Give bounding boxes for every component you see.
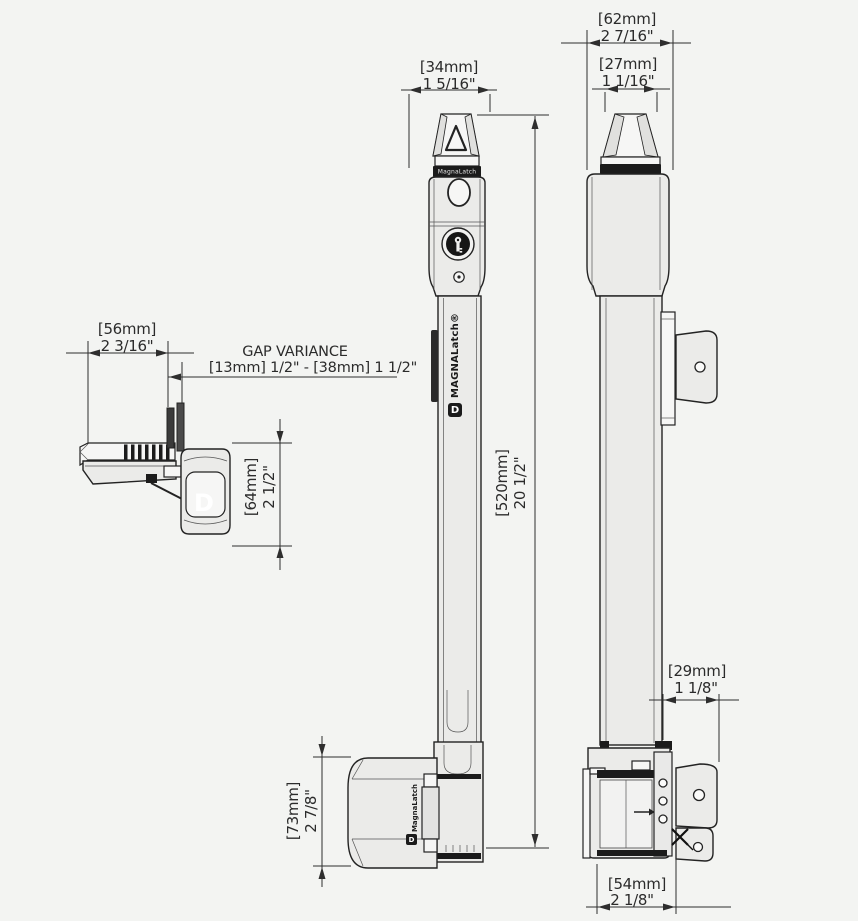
- svg-text:[520mm]: [520mm]: [493, 449, 511, 516]
- rivet: [658, 796, 668, 806]
- latch-opening: [447, 178, 471, 207]
- svg-text:[27mm]: [27mm]: [599, 55, 657, 73]
- gap-variance-callout: GAP VARIANCE [13mm] 1/2" - [38mm] 1 1/2": [168, 344, 417, 403]
- brand-band: [433, 166, 481, 177]
- latch-connector: [163, 465, 182, 478]
- dim-520: [520mm] 20 1/2": [477, 114, 549, 849]
- side-top-view: D: [79, 402, 231, 535]
- svg-text:2 7/16": 2 7/16": [601, 27, 654, 45]
- latch-leg: [437, 295, 482, 746]
- dd-logo-icon: D: [194, 489, 214, 517]
- dim-27: [27mm] 1 1/16": [592, 55, 670, 112]
- svg-text:[73mm]: [73mm]: [284, 782, 302, 840]
- svg-text:20 1/2": 20 1/2": [511, 457, 529, 510]
- rivet: [658, 814, 668, 824]
- post-wall: [582, 768, 591, 859]
- pivot-block: [146, 474, 157, 483]
- dd-logo-icon: [448, 403, 462, 417]
- rivet: [658, 778, 668, 788]
- side-profile-view: [582, 113, 718, 862]
- rail-hatching: [124, 444, 170, 460]
- screw-hole: [694, 361, 706, 373]
- front-view: MagnaLatch MAGNALatch® D: [347, 113, 486, 869]
- dd-logo-icon: [406, 834, 417, 845]
- svg-text:D: D: [451, 405, 459, 416]
- svg-text:[54mm]: [54mm]: [608, 875, 666, 893]
- dim-29: [29mm] 1 1/8": [649, 662, 739, 762]
- knob-collar: [434, 155, 480, 167]
- svg-text:[34mm]: [34mm]: [420, 58, 478, 76]
- knob-triangle-icon: [444, 124, 468, 152]
- magnet-strip: [431, 330, 438, 402]
- latch-jaw: [597, 770, 654, 778]
- dim-34: [34mm] 1 5/16": [401, 58, 497, 168]
- brand-text-bottom: MagnaLatch: [411, 784, 419, 832]
- hinge: [421, 773, 440, 853]
- svg-text:[56mm]: [56mm]: [98, 320, 156, 338]
- svg-text:2 7/8": 2 7/8": [302, 789, 320, 833]
- svg-text:[29mm]: [29mm]: [668, 662, 726, 680]
- dim-64: [64mm] 2 1/2": [232, 419, 292, 570]
- svg-text:D: D: [409, 836, 415, 844]
- lock-cylinder-icon: [441, 227, 475, 261]
- svg-text:[64mm]: [64mm]: [242, 458, 260, 516]
- latch-prong: [166, 407, 175, 449]
- bottom-post: [433, 741, 484, 863]
- fastener-x-icon: [671, 828, 694, 851]
- screw-hole: [692, 788, 706, 802]
- svg-text:1 1/16": 1 1/16": [602, 72, 655, 90]
- dim-54: [54mm] 2 1/8": [586, 842, 731, 914]
- svg-text:2 1/8": 2 1/8": [610, 891, 654, 909]
- gap-variance-range: [13mm] 1/2" - [38mm] 1 1/2": [209, 360, 417, 376]
- lock-housing-side: [586, 173, 670, 297]
- svg-text:1 1/8": 1 1/8": [674, 679, 718, 697]
- brand-text-leg: MAGNALatch®: [450, 313, 461, 398]
- striker-prong: [176, 402, 185, 452]
- key-icon: [454, 236, 463, 253]
- screw-hole: [692, 841, 704, 853]
- post-feet: [445, 845, 475, 852]
- latch-leg-side: [599, 295, 663, 746]
- dim-62: [62mm] 2 7/16": [561, 10, 691, 170]
- latch-tongue: [631, 760, 651, 771]
- svg-text:2 3/16": 2 3/16": [101, 337, 154, 355]
- svg-text:1 5/16": 1 5/16": [423, 75, 476, 93]
- dimensions: [56mm] 2 3/16" GAP VARIANCE [13mm] 1/2" …: [66, 10, 739, 914]
- brand-band-text: MagnaLatch: [438, 169, 477, 176]
- dim-56: [56mm] 2 3/16": [66, 320, 194, 444]
- rail-flange: [82, 460, 177, 485]
- svg-text:2 1/2": 2 1/2": [260, 465, 278, 509]
- dim-73: [73mm] 2 7/8": [284, 736, 351, 887]
- svg-text:[62mm]: [62mm]: [598, 10, 656, 28]
- gap-variance-title: GAP VARIANCE: [242, 344, 347, 360]
- knob-collar-side: [600, 156, 661, 166]
- bottom-mounting-bracket: [671, 763, 718, 862]
- mid-mounting-bracket: [660, 311, 718, 426]
